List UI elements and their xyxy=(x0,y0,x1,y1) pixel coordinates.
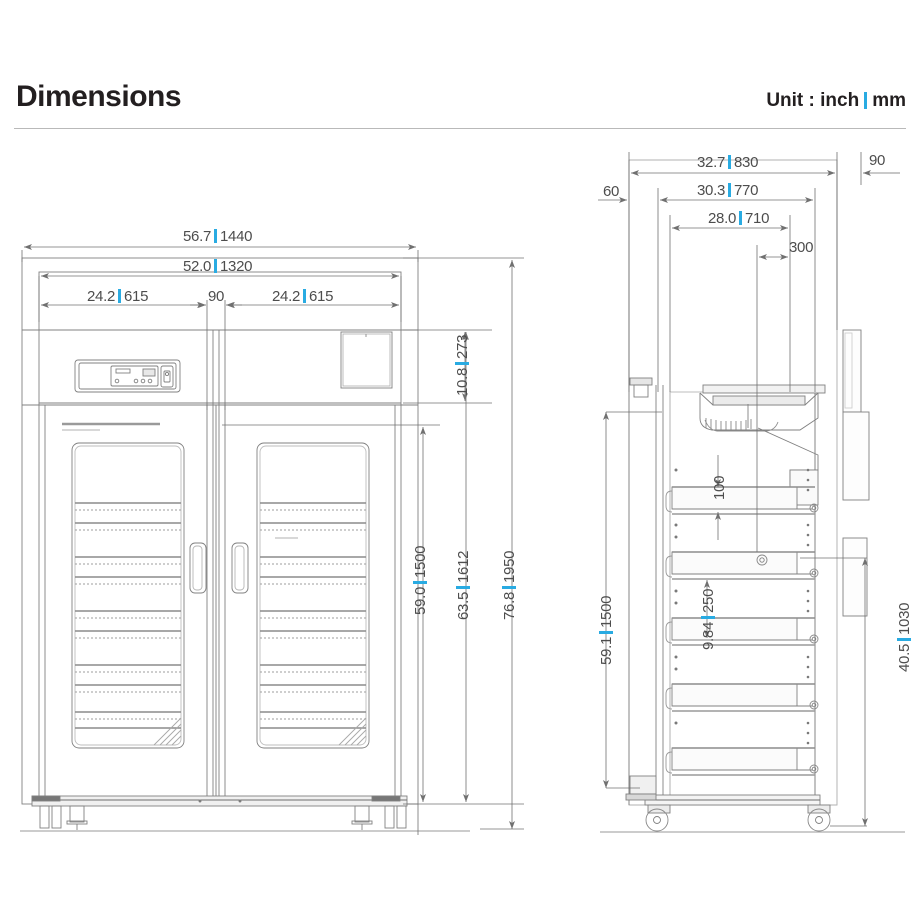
dim-side-overall-depth: 32.7 830 xyxy=(697,154,758,171)
dim-value-inch: 24.2 xyxy=(87,288,115,305)
dim-value-inch: 59.1 xyxy=(598,637,615,665)
dim-value-inch: 59.0 xyxy=(412,587,429,615)
dim-value-mm: 615 xyxy=(309,288,334,305)
dim-side-interior-height: 59.1 1500 xyxy=(598,596,615,665)
dim-side-shelf-zone-height: 40.5 1030 xyxy=(896,603,913,672)
dim-value-inch: 28.0 xyxy=(708,210,736,227)
dim-separator xyxy=(455,362,469,365)
dim-value-mm: 1500 xyxy=(598,595,615,628)
unit-legend: Unit : inch mm xyxy=(766,90,906,112)
dim-value-inch: 63.5 xyxy=(455,592,472,620)
dim-value-inch: 76.8 xyxy=(501,592,518,620)
dim-separator xyxy=(456,586,470,589)
door-right xyxy=(231,442,370,749)
dim-front-door-right: 24.2 615 xyxy=(272,288,333,305)
dim-value-mm: 770 xyxy=(734,182,759,199)
front-view-cabinet xyxy=(21,257,419,805)
dim-value-inch: 24.2 xyxy=(272,288,300,305)
dim-value-mm: 830 xyxy=(734,154,759,171)
dim-front-overall-height: 76.8 1950 xyxy=(501,551,518,620)
dim-separator xyxy=(413,581,427,584)
door-left-shelves xyxy=(75,502,181,729)
dim-value-mm: 710 xyxy=(745,210,770,227)
dim-value-mm: 1950 xyxy=(501,550,518,583)
side-view-shelves xyxy=(665,468,819,776)
door-handle-left xyxy=(189,542,207,594)
door-left xyxy=(62,422,207,749)
dim-separator xyxy=(728,155,731,169)
dim-side-body-depth: 30.3 770 xyxy=(697,182,758,199)
caster-front xyxy=(645,804,671,832)
dim-side-front-offset: 60 xyxy=(603,183,620,200)
dim-value-mm: 1030 xyxy=(896,602,913,635)
dim-separator xyxy=(502,586,516,589)
dim-separator xyxy=(118,289,121,303)
door-handle-right xyxy=(231,542,249,594)
side-view-dimension-lines xyxy=(598,152,900,827)
dim-separator xyxy=(739,211,742,225)
dim-separator xyxy=(701,616,715,619)
dim-value-mm: 273 xyxy=(454,334,471,359)
dim-front-overall-width: 56.7 1440 xyxy=(183,228,252,245)
vent-panel xyxy=(340,331,393,389)
dim-separator xyxy=(214,259,217,273)
dim-value-mm: 250 xyxy=(700,588,717,613)
dim-separator xyxy=(214,229,217,243)
dim-separator xyxy=(599,631,613,634)
dim-side-shelf-pitch: 9.84 250 xyxy=(700,589,717,650)
dim-value-inch: 56.7 xyxy=(183,228,211,245)
unit-legend-mm: mm xyxy=(872,90,906,111)
caster-rear xyxy=(807,804,831,832)
door-right-shelves xyxy=(260,502,366,729)
dim-front-door-gap: 90 xyxy=(208,288,225,305)
front-view-dimension-lines xyxy=(21,244,524,835)
dim-value-mm: 1612 xyxy=(455,550,472,583)
rear-hinge-column xyxy=(836,290,870,805)
side-view-base xyxy=(600,775,905,833)
front-view-base xyxy=(20,795,470,832)
dim-value-mm: 615 xyxy=(124,288,149,305)
dim-front-top-band: 10.8 273 xyxy=(454,335,471,396)
dim-value-inch: 10.8 xyxy=(454,368,471,396)
dim-side-shelf-gap-top: 100 xyxy=(711,475,728,500)
dim-side-rear-offset: 90 xyxy=(869,152,886,169)
dim-separator xyxy=(728,183,731,197)
dim-value-inch: 40.5 xyxy=(896,644,913,672)
dim-value-inch: 32.7 xyxy=(697,154,725,171)
dim-side-shelf-depth: 300 xyxy=(789,239,814,256)
dim-value-inch: 9.84 xyxy=(700,622,717,650)
dim-separator xyxy=(303,289,306,303)
dim-separator xyxy=(897,638,911,641)
page-title: Dimensions xyxy=(16,80,182,113)
header-divider xyxy=(14,128,906,129)
unit-separator-bar xyxy=(864,92,868,109)
dim-value-inch: 30.3 xyxy=(697,182,725,199)
dim-front-interior-height: 59.0 1500 xyxy=(412,546,429,615)
control-panel xyxy=(74,359,181,393)
dim-value-mm: 1440 xyxy=(220,228,253,245)
dim-front-door-left: 24.2 615 xyxy=(87,288,148,305)
dim-value-inch: 52.0 xyxy=(183,258,211,275)
page-header: Dimensions Unit : inch mm xyxy=(0,80,920,140)
dim-side-inner-depth: 28.0 710 xyxy=(708,210,769,227)
unit-legend-inch: Unit : inch xyxy=(766,90,860,111)
dim-front-door-span: 52.0 1320 xyxy=(183,258,252,275)
dim-value-mm: 1500 xyxy=(412,545,429,578)
dim-front-cabinet-height: 63.5 1612 xyxy=(455,551,472,620)
dim-value-mm: 1320 xyxy=(220,258,253,275)
